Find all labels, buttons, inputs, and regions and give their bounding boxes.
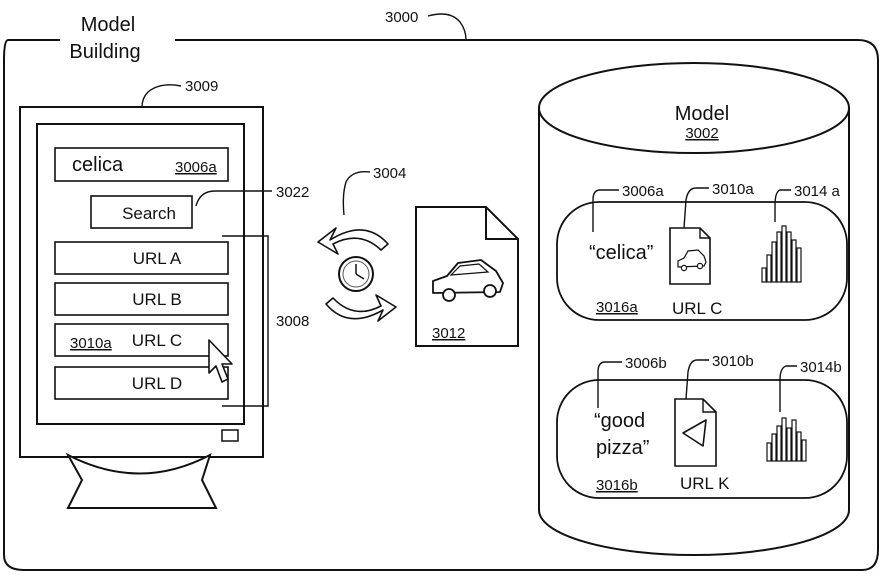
record-url: URL K [680,474,730,493]
result-item-label: URL A [133,249,182,268]
pizza-slice-icon [674,398,717,467]
ref-3010a: 3010a [712,181,754,198]
result-item-label: URL D [132,374,182,393]
ref-3006b: 3006b [625,355,667,372]
search-query-text: celica [72,154,124,176]
record-query-text: “celica” [589,242,653,264]
result-item[interactable] [54,323,229,357]
model-record: “celica” URL C 3016a [556,201,848,321]
record-query-text: “good [594,410,645,432]
leader-3014b [779,365,797,412]
result-item-tag: 3010a [70,335,112,352]
leader-3010a [683,187,709,229]
leader-3006b [597,361,622,408]
ref-3004: 3004 [373,165,406,182]
ref-3016a: 3016a [596,299,638,316]
bracket-3008 [222,235,269,407]
result-item[interactable] [54,366,229,400]
ref-3009: 3009 [185,78,218,95]
search-button-label: Search [122,204,176,223]
leader-3009 [141,84,182,108]
record-query-text-line-2: pizza” [596,437,649,459]
ref-3014b: 3014b [800,359,842,376]
ref-3014a: 3014 a [794,183,841,200]
ref-3012: 3012 [432,325,465,342]
search-button[interactable] [90,195,193,229]
search-input[interactable] [54,147,229,182]
ref-3006a-screen: 3006a [175,159,217,176]
record-url: URL C [672,299,722,318]
result-item-label: URL C [132,331,182,350]
ref-3008: 3008 [276,313,309,330]
clock-icon [338,256,374,292]
sync-arrows-icon [317,227,397,322]
leader-3004 [342,171,371,216]
leader-3006a [592,189,619,232]
ref-3016b: 3016b [596,477,638,494]
result-item-label: URL B [132,290,181,309]
ref-3022: 3022 [276,184,309,201]
car-icon [669,227,711,285]
leader-3022 [195,190,272,207]
document-3012: 3012 [415,206,519,347]
result-list: URL A URL B 3010a URL C URL D [54,241,229,400]
car-icon [432,259,504,302]
ref-3010b: 3010b [712,353,754,370]
title-line-2: Building [69,41,140,63]
ref-3000: 3000 [385,9,418,26]
monitor-stand [65,452,218,509]
leader-3010b [685,359,709,400]
leader-3014a [774,189,791,222]
result-item[interactable] [54,241,229,275]
power-button[interactable] [221,429,239,442]
leader-3000 [427,13,467,41]
result-item[interactable] [54,282,229,316]
model-record: “good pizza” URL K 3016b [556,379,848,499]
ref-3002: 3002 [685,125,718,142]
model-title: Model [675,103,729,125]
system-boundary [3,39,879,571]
histogram-icon [766,417,807,462]
cursor-arrow-icon [208,339,233,383]
title-line-1: Model [81,14,135,36]
histogram-icon [761,225,802,283]
ref-3006a: 3006a [622,183,664,200]
